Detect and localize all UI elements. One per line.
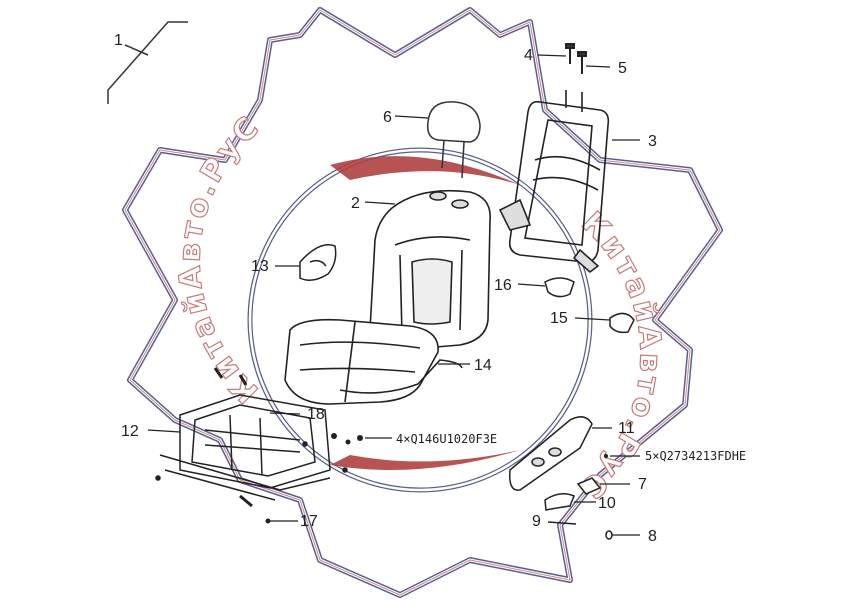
callout-16: 16	[494, 277, 512, 294]
callout-4: 4	[524, 47, 533, 64]
part-15-part	[609, 312, 635, 334]
callout-9: 9	[532, 513, 541, 530]
note-bolts-left: 4×Q146U1020F3E	[396, 432, 497, 446]
part-16-bracket	[544, 277, 575, 298]
callout-3: 3	[648, 133, 657, 150]
watermark-gear	[122, 7, 723, 598]
callout-8: 8	[648, 528, 657, 545]
callout-1: 1	[114, 32, 123, 49]
part-13-cover	[299, 244, 337, 281]
part-17-screw	[265, 518, 271, 524]
note-bolts-right: 5×Q2734213FDHE	[645, 449, 746, 463]
part-12-seat-frame	[155, 367, 348, 508]
part-9-pin	[547, 521, 577, 525]
part-7-clip	[576, 477, 602, 495]
part-1-bracket	[107, 21, 188, 104]
part-4-bolt	[565, 43, 575, 64]
callout-10: 10	[598, 495, 616, 512]
leader-lines	[147, 54, 640, 536]
callout-12: 12	[121, 423, 139, 440]
callout-2: 2	[351, 195, 360, 212]
part-14-seat-cushion	[284, 318, 463, 405]
callout-11: 11	[618, 420, 635, 437]
callout-14: 14	[474, 357, 492, 374]
right-bolt-dot	[604, 454, 608, 458]
callout-17: 17	[300, 513, 318, 530]
callout-7: 7	[638, 476, 647, 493]
callout-13: 13	[251, 258, 269, 275]
part-10-handle	[544, 493, 575, 511]
callout-18: 18	[307, 406, 325, 423]
callout-15: 15	[550, 310, 568, 327]
part-5-bolt	[577, 51, 587, 74]
part-3-back-frame	[498, 90, 610, 274]
part-8-ring	[605, 530, 613, 540]
callout-5: 5	[618, 60, 627, 77]
part-11-side-panel	[508, 416, 593, 491]
callout-6: 6	[383, 109, 392, 126]
part-6-headrest	[426, 101, 481, 179]
bolt-cluster	[331, 433, 363, 445]
callout-numbers: 1 2 3 4 5 6 7 8 9 10 11 12 13 14 15 16 1…	[114, 32, 657, 545]
part-2-seat-back	[369, 189, 491, 351]
